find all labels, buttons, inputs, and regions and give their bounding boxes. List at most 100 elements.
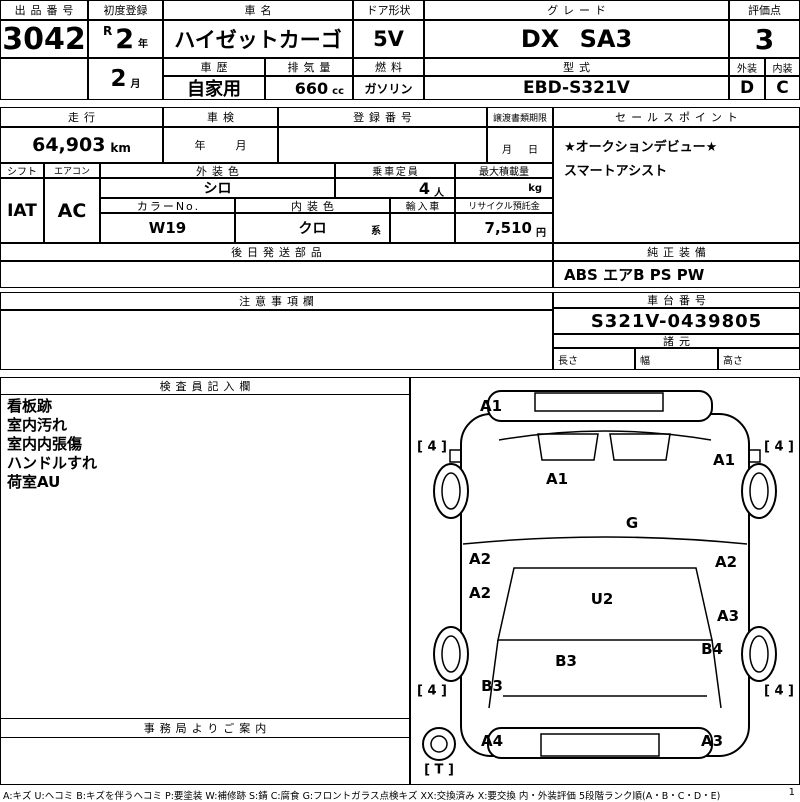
score-label: 評価点 bbox=[729, 0, 800, 20]
interior-color-cell: クロ 系 bbox=[235, 213, 390, 243]
damage-code-label: [ T ] bbox=[424, 762, 454, 778]
car-body-outline bbox=[460, 413, 750, 757]
color-no-label: カラーNo. bbox=[100, 198, 235, 213]
registration-no-label: 登録番号 bbox=[278, 107, 487, 127]
history-label: 車歴 bbox=[163, 58, 265, 76]
left-mirror bbox=[449, 449, 462, 463]
exterior-color-label: 外装色 bbox=[100, 163, 335, 178]
rear-side-lines bbox=[488, 639, 722, 709]
registration-no-cell bbox=[278, 127, 487, 163]
sales-point-line: スマートアシスト bbox=[564, 164, 668, 179]
cabin-divider-line bbox=[462, 536, 748, 545]
spec-height-cell: 高さ bbox=[718, 348, 800, 370]
auction-no-label: 出品番号 bbox=[0, 0, 88, 20]
damage-code-label: B3 bbox=[481, 677, 503, 695]
damage-code-label: A4 bbox=[480, 732, 504, 750]
rear-license-plate bbox=[540, 733, 660, 757]
max-load-cell: kg bbox=[455, 178, 553, 198]
front-seat-left bbox=[537, 433, 599, 461]
fuel-label: 燃料 bbox=[353, 58, 424, 76]
transfer-day-unit: 日 bbox=[528, 145, 538, 156]
front-seat-right bbox=[609, 433, 671, 461]
damage-code-label: A3 bbox=[700, 732, 724, 750]
fuel-value: ガソリン bbox=[353, 76, 424, 100]
chassis-no-label: 車台番号 bbox=[553, 292, 800, 308]
first-reg-year: 2 bbox=[115, 23, 135, 55]
exterior-score-label: 外装 bbox=[729, 58, 765, 76]
car-name-value: ハイゼットカーゴ bbox=[163, 20, 353, 58]
displacement-unit: cc bbox=[332, 85, 344, 97]
capacity-label: 乗車定員 bbox=[335, 163, 455, 178]
damage-code-label: B4 bbox=[701, 640, 723, 658]
damage-code-label: A1 bbox=[545, 470, 569, 488]
inspector-note-line: 看板跡 bbox=[7, 397, 53, 415]
interior-color-value: クロ bbox=[298, 221, 327, 237]
exterior-score-value: D bbox=[729, 76, 765, 100]
interior-score-value: C bbox=[765, 76, 800, 100]
color-no-value: W19 bbox=[100, 213, 235, 243]
recycle-fee-label: リサイクル預託金 bbox=[455, 198, 553, 213]
auction-no-value: 3042 bbox=[0, 20, 88, 58]
inspector-note-line: 荷室AU bbox=[7, 473, 61, 491]
mileage-label: 走行 bbox=[0, 107, 163, 127]
import-cell bbox=[390, 213, 455, 243]
right-mirror bbox=[748, 449, 761, 463]
spec-height-label: 高さ bbox=[723, 355, 743, 367]
grade-label: グレード bbox=[424, 0, 729, 20]
capacity-unit: 人 bbox=[434, 187, 444, 198]
month-unit: 月 bbox=[130, 78, 141, 90]
first-reg-month: 2 bbox=[110, 66, 127, 92]
transfer-month-unit: 月 bbox=[502, 145, 512, 156]
shaken-year-unit: 年 bbox=[194, 139, 206, 152]
front-license-plate bbox=[534, 392, 664, 412]
displacement-value: 660 bbox=[294, 78, 329, 98]
door-shape-label: ドア形状 bbox=[353, 0, 424, 20]
caution-notes-label: 注意事項欄 bbox=[0, 292, 553, 310]
sales-point-cell: ★オークションデビュー★ スマートアシスト bbox=[553, 127, 800, 243]
car-top-view-diagram bbox=[422, 390, 777, 761]
first-reg-label: 初度登録 bbox=[88, 0, 163, 20]
damage-code-label: A2 bbox=[714, 553, 738, 571]
damage-code-label: A1 bbox=[479, 397, 503, 415]
sales-point-label: セールスポイント bbox=[553, 107, 800, 127]
aircon-value: AC bbox=[44, 178, 100, 243]
inspector-note-line: 室内内張傷 bbox=[7, 435, 83, 453]
shaken-cell: 年 月 bbox=[163, 127, 278, 163]
damage-code-label: G bbox=[625, 514, 639, 532]
damage-code-label: A2 bbox=[468, 584, 492, 602]
inspector-panel-label: 検査員記入欄 bbox=[0, 377, 410, 395]
spec-label: 諸元 bbox=[553, 334, 800, 348]
aircon-label: エアコン bbox=[44, 163, 100, 178]
auction-no-empty-cell bbox=[0, 58, 88, 100]
chassis-no-value: S321V-0439805 bbox=[553, 308, 800, 334]
interior-color-suffix: 系 bbox=[371, 226, 381, 237]
import-label: 輸入車 bbox=[390, 198, 455, 213]
shift-label: シフト bbox=[0, 163, 44, 178]
windshield-line bbox=[498, 430, 712, 441]
damage-code-label: [ 4 ] bbox=[764, 683, 794, 699]
damage-code-label: [ 4 ] bbox=[417, 683, 447, 699]
office-info-label: 事務局よりご案内 bbox=[0, 718, 410, 738]
history-value: 自家用 bbox=[163, 76, 265, 100]
interior-color-label: 内装色 bbox=[235, 198, 390, 213]
damage-code-label: A2 bbox=[468, 550, 492, 568]
recycle-fee-cell: 7,510 円 bbox=[455, 213, 553, 243]
spec-width-label: 幅 bbox=[640, 355, 650, 367]
damage-code-label: B3 bbox=[555, 652, 577, 670]
door-shape-value: 5V bbox=[353, 20, 424, 58]
shaken-month-unit: 月 bbox=[235, 139, 247, 152]
front-right-wheel bbox=[741, 463, 777, 519]
displacement-label: 排気量 bbox=[265, 58, 353, 76]
equipment-value: ABS エアB PS PW bbox=[553, 261, 800, 288]
interior-score-label: 内装 bbox=[765, 58, 800, 76]
exterior-color-value: シロ bbox=[100, 178, 335, 198]
damage-code-label: U2 bbox=[590, 590, 614, 608]
capacity-value: 4 bbox=[418, 178, 430, 198]
equipment-label: 純正装備 bbox=[553, 243, 800, 261]
mileage-cell: 64,903 km bbox=[0, 127, 163, 163]
recycle-fee-unit: 円 bbox=[536, 227, 546, 239]
grade-value: DX SA3 bbox=[424, 20, 729, 58]
damage-code-label: A3 bbox=[716, 607, 740, 625]
